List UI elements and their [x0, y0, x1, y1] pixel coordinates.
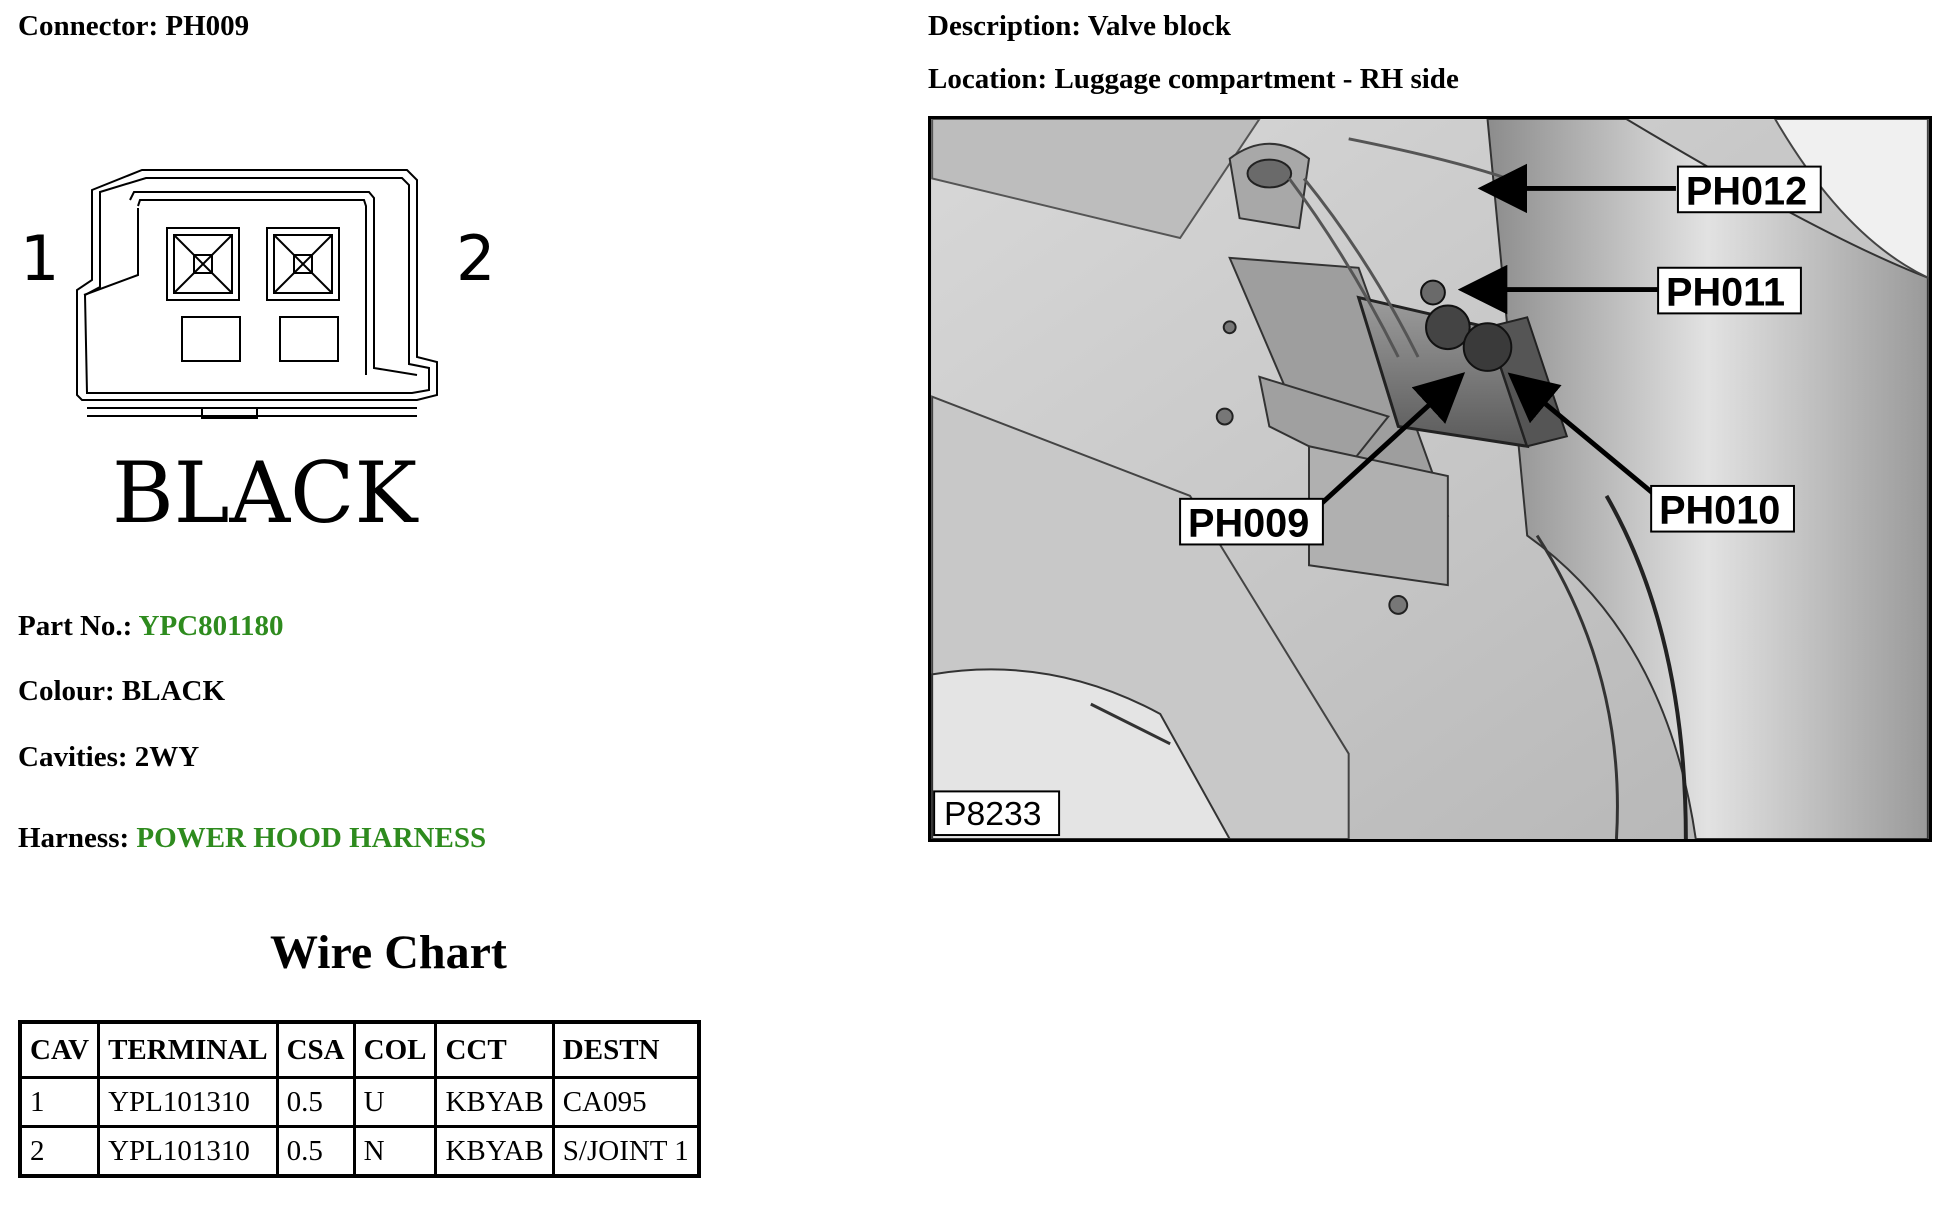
colour-label: Colour: [18, 675, 115, 707]
harness-label: Harness: [18, 822, 130, 854]
description-field: Description: Valve block [928, 10, 1231, 43]
cell-terminal: YPL101310 [97, 1125, 279, 1178]
table-row: 2 YPL101310 0.5 N KBYAB S/JOINT 1 [18, 1125, 701, 1178]
cavities-field: Cavities: 2WY [18, 741, 199, 774]
cell-destn: CA095 [551, 1076, 701, 1128]
part-no-link[interactable]: YPC801180 [138, 610, 284, 642]
description-value: Valve block [1087, 10, 1231, 42]
pin-label-1: 1 [20, 222, 59, 295]
cell-terminal: YPL101310 [97, 1076, 279, 1128]
header-destn: DESTN [551, 1020, 701, 1079]
description-label: Description: [928, 10, 1082, 42]
diagram-colour-text: BLACK [112, 444, 419, 540]
location-field: Location: Luggage compartment - RH side [928, 63, 1459, 96]
header-cav: CAV [18, 1020, 101, 1079]
cell-csa: 0.5 [275, 1125, 356, 1178]
part-no-label: Part No.: [18, 610, 133, 642]
connector-field: Connector: PH009 [18, 10, 249, 43]
connector-label: Connector: [18, 10, 159, 42]
cavities-label: Cavities: [18, 741, 128, 773]
wire-chart-header-row: CAV TERMINAL CSA COL CCT DESTN [18, 1020, 701, 1079]
cell-col: U [352, 1076, 438, 1128]
pin-label-2: 2 [456, 222, 495, 295]
cell-cav: 2 [18, 1125, 101, 1178]
harness-link[interactable]: POWER HOOD HARNESS [136, 822, 487, 854]
location-value: Luggage compartment - RH side [1054, 63, 1459, 95]
cavities-value: 2WY [134, 741, 200, 773]
wire-chart-title: Wire Chart [270, 926, 507, 979]
header-csa: CSA [275, 1020, 356, 1079]
header-terminal: TERMINAL [97, 1020, 279, 1079]
wire-chart-table: CAV TERMINAL CSA COL CCT DESTN 1 YPL1013… [18, 1020, 701, 1178]
cell-cav: 1 [18, 1076, 101, 1128]
photo-scene [931, 119, 1929, 839]
connector-diagram: 1 2 BLACK [20, 169, 495, 540]
colour-field: Colour: BLACK [18, 675, 225, 708]
callout-ph011: PH011 [1666, 270, 1785, 314]
cell-cct: KBYAB [434, 1125, 555, 1178]
header-cct: CCT [434, 1020, 555, 1079]
connector-value: PH009 [165, 10, 250, 42]
colour-value: BLACK [121, 675, 226, 707]
location-label: Location: [928, 63, 1048, 95]
harness-field: Harness: POWER HOOD HARNESS [18, 822, 486, 855]
callout-ph010: PH010 [1659, 489, 1780, 533]
cell-col: N [352, 1125, 438, 1178]
cell-cct: KBYAB [434, 1076, 555, 1128]
cell-destn: S/JOINT 1 [551, 1125, 701, 1178]
part-no-field: Part No.: YPC801180 [18, 610, 284, 643]
location-photo: PH012 PH011 PH009 PH010 P8233 [928, 116, 1932, 842]
callout-ph009: PH009 [1188, 502, 1309, 546]
cell-csa: 0.5 [275, 1076, 356, 1128]
table-row: 1 YPL101310 0.5 U KBYAB CA095 [18, 1076, 701, 1128]
photo-code: P8233 [944, 795, 1041, 833]
callout-ph012: PH012 [1686, 169, 1807, 213]
header-col: COL [352, 1020, 438, 1079]
